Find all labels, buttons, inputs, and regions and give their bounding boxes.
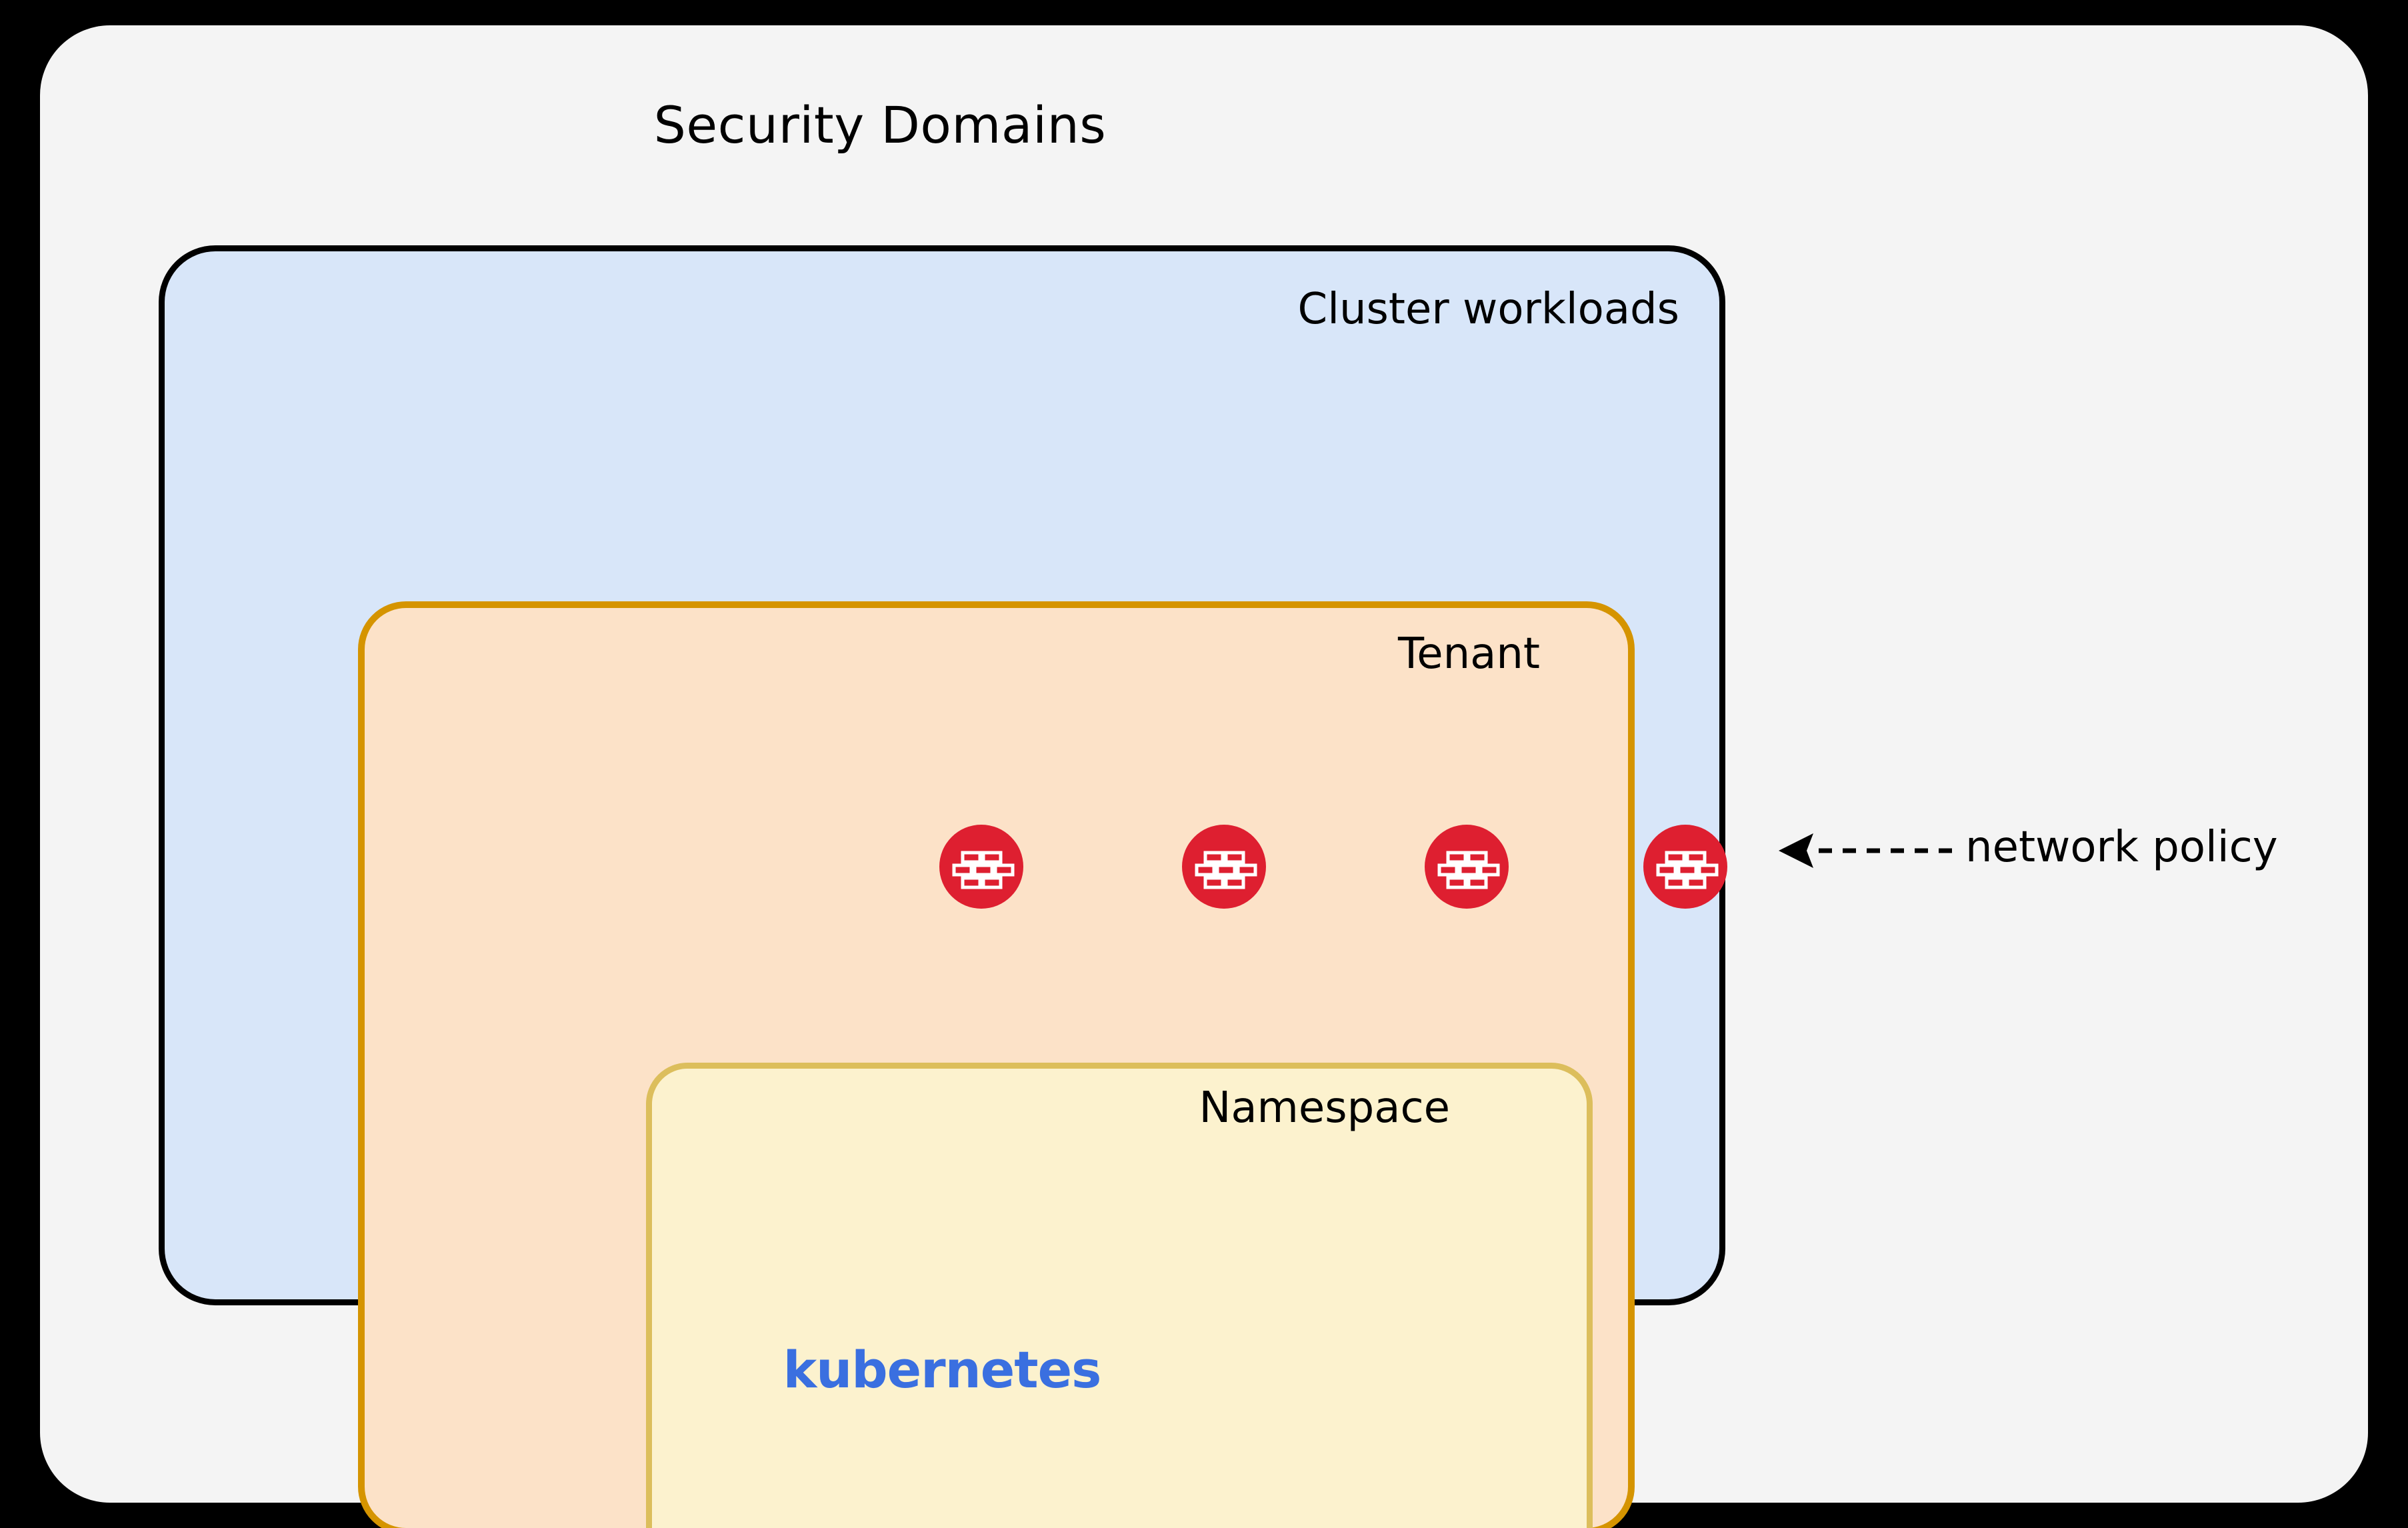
domain-label-namespace: Namespace: [1199, 1083, 1450, 1133]
network-policy-label: network policy: [1965, 823, 2278, 872]
network-policy-arrow-icon: [1779, 833, 1952, 868]
domain-box-cluster-workloads[interactable]: Cluster workloads Tenant Namespace Endpo…: [159, 245, 1725, 1528]
firewall-marker-tenant[interactable]: [1425, 825, 1509, 909]
firewall-brick-wall-icon: [952, 851, 1015, 889]
page-title: Security Domains: [653, 95, 1107, 155]
firewall-marker-endpoint-groups[interactable]: [939, 825, 1023, 909]
domain-box-tenant[interactable]: Tenant Namespace Endpoint groups: [358, 601, 1635, 1528]
firewall-brick-wall-icon: [1437, 851, 1500, 889]
domain-box-namespace[interactable]: Namespace Endpoint groups: [646, 1063, 1593, 1528]
firewall-brick-wall-icon: [1656, 851, 1719, 889]
kubernetes-wordmark: kubernetes: [783, 1340, 1102, 1399]
domain-label-tenant: Tenant: [1397, 629, 1540, 679]
domain-label-cluster-workloads: Cluster workloads: [1297, 285, 1680, 334]
firewall-marker-cluster-workloads[interactable]: [1643, 825, 1727, 909]
firewall-marker-namespace[interactable]: [1182, 825, 1266, 909]
firewall-brick-wall-icon: [1195, 851, 1257, 889]
security-domains-panel: Security Domains Cluster workloads Tenan…: [40, 25, 2368, 1528]
